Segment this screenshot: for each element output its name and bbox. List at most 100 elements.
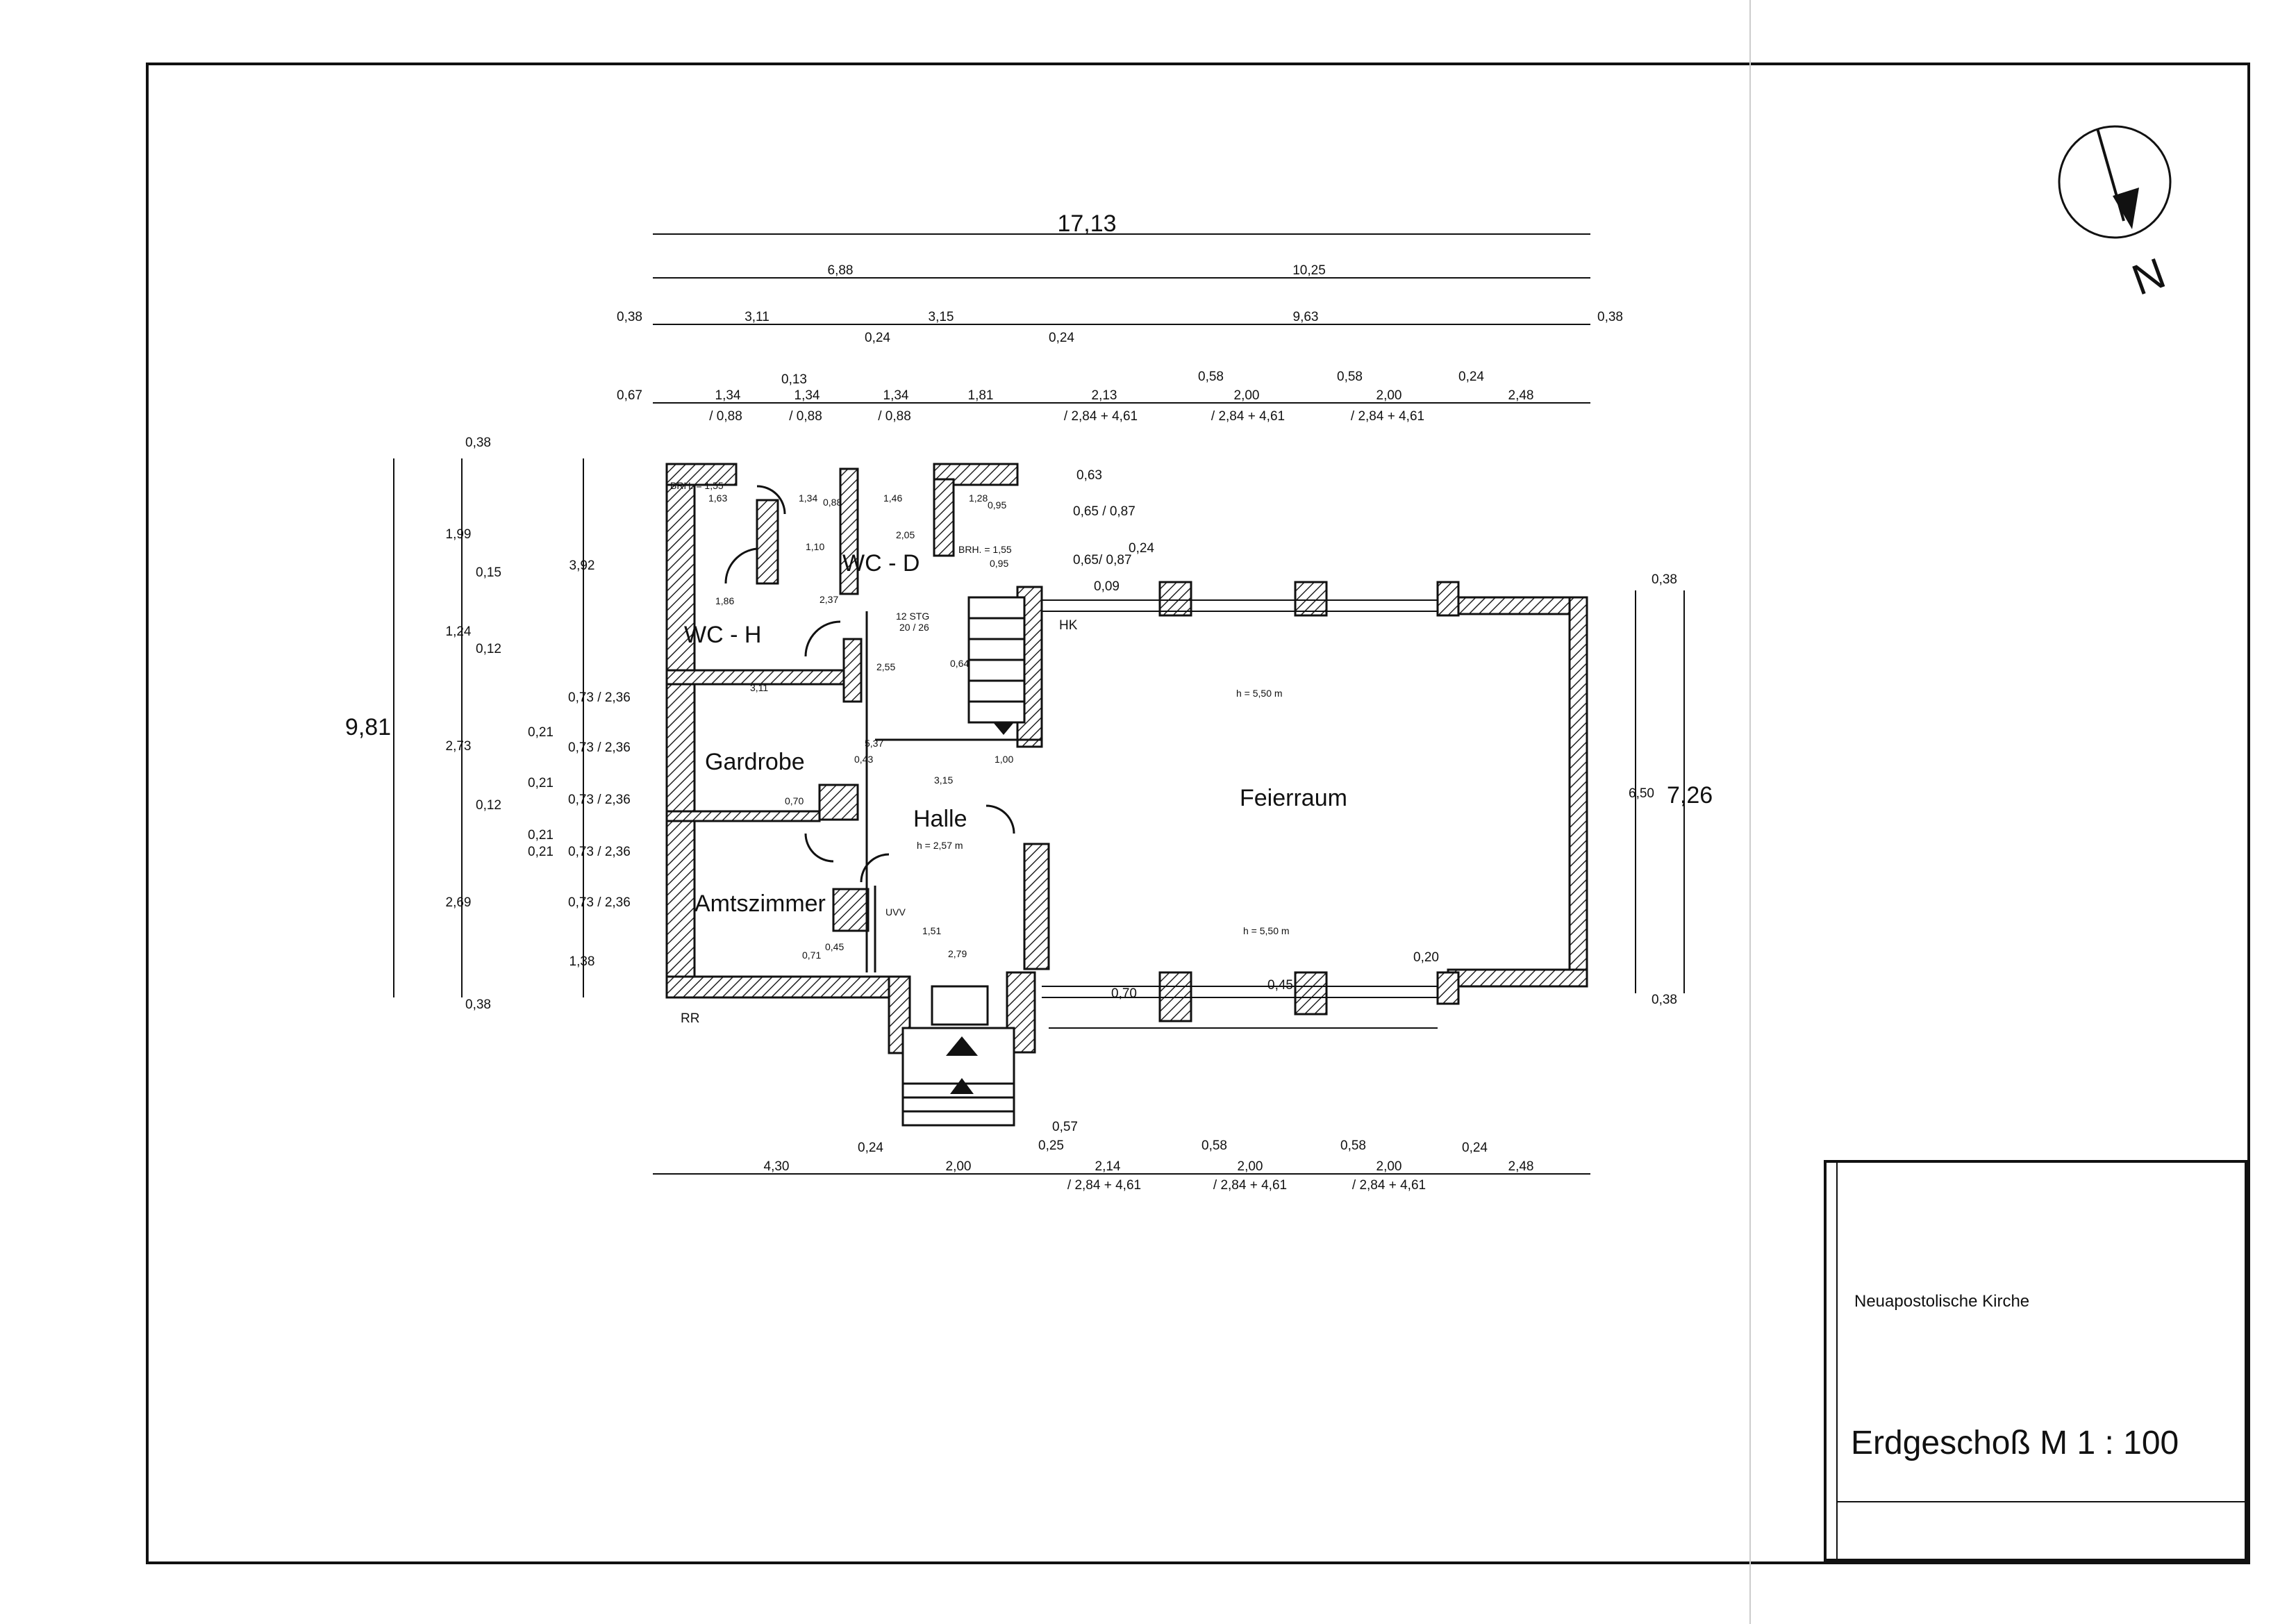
dim-text: 0,38: [1652, 572, 1677, 587]
dim-text: 0,15: [476, 565, 501, 580]
dim-text: 2,55: [876, 661, 895, 672]
note-brh-2: BRH. = 1,55: [958, 544, 1012, 555]
dim-text: 0,20: [1413, 950, 1439, 965]
dim-text: 0,21: [528, 725, 554, 740]
dim-text: 0,38: [1652, 993, 1677, 1007]
entrance-arrow-icon: [946, 1036, 978, 1056]
dim-text: 2,13: [1092, 388, 1117, 403]
dim-text: 3,15: [929, 310, 954, 324]
dim-text: / 2,84 + 4,61: [1067, 1178, 1141, 1193]
dim-text: 2,00: [1238, 1159, 1263, 1174]
dim-text: / 2,84 + 4,61: [1351, 409, 1424, 424]
note-uvv: UVV: [885, 906, 906, 918]
dim-text: 1,00: [995, 754, 1013, 765]
dim-text: / 2,84 + 4,61: [1352, 1178, 1426, 1193]
project-name: Neuapostolische Kirche: [1854, 1292, 2030, 1311]
dim-text: 0,58: [1198, 370, 1224, 384]
dim-text: 0,24: [1462, 1141, 1488, 1155]
dim-text: 1,10: [806, 541, 824, 552]
dim-overall-height: 9,81: [345, 714, 391, 740]
dim-text: 0,21: [528, 828, 554, 843]
interior-walls: [665, 467, 1042, 1127]
dim-text: 0,95: [990, 558, 1008, 569]
window-dimensions: 0,63 0,65 / 0,87 0,24 0,65/ 0,87 0,09 0,…: [1073, 468, 1439, 1001]
dim-text: 2,37: [820, 594, 838, 605]
dim-text: 6,50: [1629, 786, 1654, 801]
dim-text: / 2,84 + 4,61: [1211, 409, 1285, 424]
dim-text: 2,73: [446, 739, 472, 754]
dim-text: 0,24: [1129, 541, 1154, 556]
dim-text: 5,37: [865, 738, 883, 749]
dim-text: 0,73 / 2,36: [568, 895, 631, 910]
dim-text: 0,73 / 2,36: [568, 845, 631, 859]
dim-text: 0,24: [858, 1141, 883, 1155]
dim-text: 0,21: [528, 845, 554, 859]
note-halle-height: h = 2,57 m: [917, 840, 963, 851]
dim-text: 1,28: [969, 492, 988, 504]
room-amtszimmer: Amtszimmer: [694, 890, 826, 917]
dim-text: 2,00: [1376, 388, 1402, 403]
dim-text: 0,64: [950, 658, 969, 669]
dim-text: 1,63: [708, 492, 727, 504]
dim-text: 2,05: [896, 529, 915, 540]
dim-text: 0,58: [1340, 1138, 1366, 1153]
north-label: N: [2126, 249, 2172, 305]
dim-text: 0,43: [854, 754, 873, 765]
title-block: [1824, 1160, 2247, 1561]
dim-text: 2,00: [946, 1159, 972, 1174]
room-gardrobe: Gardrobe: [705, 749, 805, 775]
dim-text: 1,46: [883, 492, 902, 504]
dim-text: 0,24: [865, 331, 890, 345]
north-arrow-icon: N: [2058, 125, 2172, 305]
dim-text: / 0,88: [789, 409, 822, 424]
dim-text: 0,63: [1076, 468, 1102, 483]
dim-text: 0,88: [823, 497, 842, 508]
note-feier-height: h = 5,50 m: [1236, 688, 1283, 699]
dim-text: 2,00: [1234, 388, 1260, 403]
dim-text: 2,00: [1376, 1159, 1402, 1174]
dim-text: / 0,88: [709, 409, 742, 424]
dim-text: 2,48: [1508, 388, 1534, 403]
dim-text: 6,88: [828, 263, 854, 278]
dim-text: 0,57: [1052, 1120, 1078, 1134]
dim-text: 4,30: [764, 1159, 790, 1174]
dim-text: 3,92: [569, 558, 595, 573]
dim-text: 2,79: [948, 948, 967, 959]
dim-text: 1,86: [715, 595, 734, 606]
room-halle: Halle: [913, 806, 967, 832]
note-hk: HK: [1059, 618, 1078, 633]
dim-text: 1,34: [715, 388, 741, 403]
dim-text: 0,65/ 0,87: [1073, 553, 1132, 567]
dim-text: 0,12: [476, 798, 501, 813]
dim-text: 9,63: [1293, 310, 1319, 324]
left-dimensions: 9,81 0,38 1,99 0,15 1,24 0,12 2,73 0,12 …: [345, 436, 631, 1012]
stair-arrow-icon: [993, 722, 1014, 735]
inner-dimensions: 1,63 1,34 0,88 1,46 1,28 0,95 2,05 1,10 …: [708, 492, 1013, 961]
dim-text: 1,81: [968, 388, 994, 403]
dim-text: 1,99: [446, 527, 472, 542]
note-stair: 12 STG: [896, 611, 929, 622]
top-dimensions: 17,13 6,88 10,25 0,38 3,11 3,15 0,24 0,2…: [617, 210, 1623, 424]
bottom-dimensions: 4,30 0,24 2,00 0,57 0,25 2,14 / 2,84 + 4…: [764, 1120, 1534, 1193]
dim-text: 0,73 / 2,36: [568, 690, 631, 705]
dim-text: 0,25: [1038, 1138, 1064, 1153]
dim-text: 0,45: [825, 941, 844, 952]
room-feierraum: Feierraum: [1240, 785, 1347, 811]
notes: h = 2,57 m h = 5,50 m h = 5,50 m 12 STG …: [670, 480, 1290, 1026]
dim-text: 0,67: [617, 388, 642, 403]
dim-text: 0,71: [802, 950, 821, 961]
dim-text: 0,73 / 2,36: [568, 740, 631, 755]
dim-text: 0,58: [1201, 1138, 1227, 1153]
dim-text: 0,45: [1267, 978, 1293, 993]
note-stair-2: 20 / 26: [899, 622, 929, 633]
room-wc-d: WC - D: [842, 550, 920, 577]
sheet-border: [146, 63, 2250, 1564]
dim-text: 0,21: [528, 776, 554, 790]
sheet-title: Erdgeschoß M 1 : 100: [1851, 1425, 2179, 1461]
dim-text: 2,48: [1508, 1159, 1534, 1174]
dim-text: 0,58: [1337, 370, 1363, 384]
dim-overall-width: 17,13: [1057, 210, 1116, 237]
dim-text: 1,51: [922, 925, 941, 936]
dim-text: 1,34: [883, 388, 909, 403]
